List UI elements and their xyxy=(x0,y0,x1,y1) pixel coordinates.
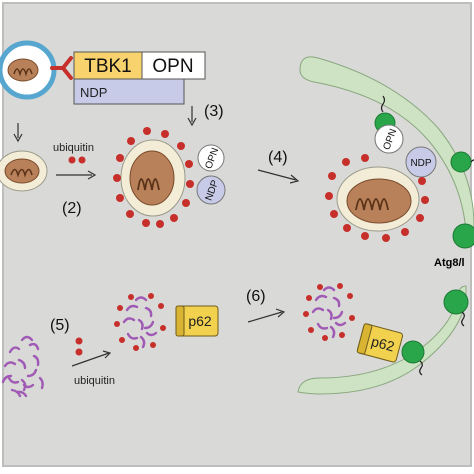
ubiquitin-chain-right xyxy=(325,154,429,242)
arrow-right-icon xyxy=(247,311,283,323)
atg8-cluster-top: OPN NDP xyxy=(374,95,474,249)
ubiquitin-icon xyxy=(78,156,86,164)
step-6-label: (6) xyxy=(246,288,266,305)
step-3-label: (3) xyxy=(204,103,224,120)
ndp-label: NDP xyxy=(80,85,107,100)
ubiquitinated-mitochondrion: OPN NDP xyxy=(113,127,226,228)
ubiquitin-label-bottom: ubiquitin xyxy=(74,375,115,387)
opn-label: OPN xyxy=(152,56,193,77)
arrow-right-icon xyxy=(257,169,297,181)
ubiquitinated-aggregate-mid: p62 xyxy=(114,293,219,351)
receptor-link-icon xyxy=(50,56,73,80)
arrow-right-icon xyxy=(71,352,110,367)
step-4-label: (4) xyxy=(268,149,288,166)
ndp-right-label: NDP xyxy=(410,158,431,169)
ubiquitin-icon xyxy=(75,348,83,356)
ndp-box xyxy=(73,78,185,105)
p62-label-mid: p62 xyxy=(188,313,212,329)
ubiquitinated-aggregate-right: p62 xyxy=(303,283,469,376)
tbk1-label: TBK1 xyxy=(84,56,132,77)
ndp-receptor xyxy=(196,175,226,205)
ubiquitin-label-top: ubiquitin xyxy=(53,142,94,154)
atg8-bead xyxy=(443,289,469,315)
ubiquitin-icon xyxy=(68,156,76,164)
opn-receptor xyxy=(197,144,225,172)
atg8-bead xyxy=(401,340,425,364)
step-2-label: (2) xyxy=(62,200,82,217)
diagram-panel xyxy=(2,2,472,467)
ndp-receptor-right xyxy=(405,146,437,178)
opn-receptor-right xyxy=(374,124,404,154)
tbk1-opn-ndp-complex: TBK1 OPN NDP xyxy=(73,51,206,105)
ubiquitin-chain-center xyxy=(113,127,194,228)
mitochondrion-small xyxy=(0,150,48,192)
p62-label-right: p62 xyxy=(370,333,397,355)
atg8-bead xyxy=(450,151,472,173)
ubiquitin-icon xyxy=(75,337,83,345)
step-5-label: (5) xyxy=(50,317,70,334)
atg8-bead xyxy=(452,223,474,249)
mitochondrion-in-vesicle xyxy=(0,40,73,100)
atg8-label: Atg8/l xyxy=(434,257,465,269)
tbk1-box xyxy=(73,51,143,80)
engulfed-mitochondrion xyxy=(325,154,429,242)
protein-aggregate-left xyxy=(1,335,44,398)
